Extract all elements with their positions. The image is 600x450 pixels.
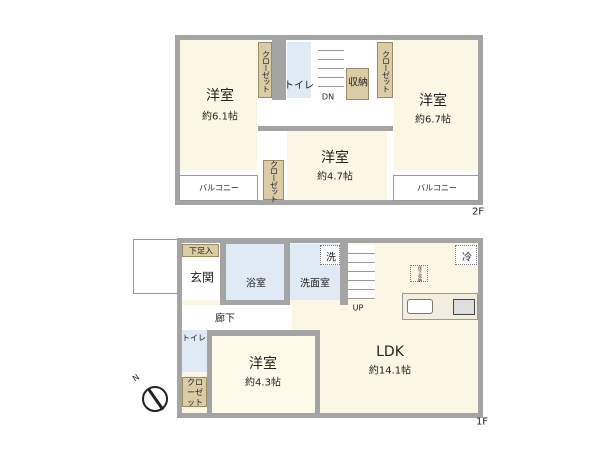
hall-label: 廊下 — [215, 313, 235, 325]
storage-label: 収納 — [348, 77, 368, 89]
toilet-label: トイレ — [284, 80, 314, 92]
shoe-cabinet: 下足入 — [182, 244, 219, 257]
room-size: 約6.7帖 — [415, 114, 451, 126]
wall — [315, 330, 320, 413]
room-size: 約6.1帖 — [202, 111, 238, 123]
storage-2f: 収納 — [346, 68, 369, 100]
kitchen-counter — [402, 293, 478, 320]
room-name: 洋室 — [419, 93, 447, 109]
balcony-label: バルコニー — [417, 183, 457, 193]
closet-label: クローゼット — [261, 50, 271, 92]
fridge-label: 冷 — [462, 252, 472, 264]
room-south-2f — [287, 131, 387, 200]
fridge: 冷 — [455, 245, 477, 265]
shoe-cabinet-label: 下足入 — [189, 246, 213, 256]
room-name: 洋室 — [249, 356, 277, 372]
underfloor-storage: 床下収納 — [410, 265, 428, 282]
closet-south: クローゼット — [263, 160, 284, 202]
floor-label-1f: 1F — [475, 416, 489, 428]
room-1f — [212, 336, 315, 413]
closet-1f: クローゼット — [182, 377, 207, 407]
entrance-label: 玄関 — [189, 270, 215, 285]
closet-label: クローゼット — [269, 160, 279, 202]
stove-icon — [453, 299, 475, 315]
toilet-1f: トイレ — [182, 330, 207, 372]
balcony-west: バルコニー — [179, 175, 258, 201]
washer-label: 洗 — [326, 252, 336, 264]
room-west-2f — [180, 40, 257, 170]
compass-north-label: N — [130, 372, 142, 384]
wall — [207, 330, 317, 336]
closet-label: クローゼット — [381, 50, 391, 92]
wall — [272, 40, 286, 100]
closet-east: クローゼット — [377, 42, 393, 98]
stairs-1f — [348, 245, 375, 300]
stairs-dn-label: DN — [321, 92, 335, 102]
floor-1: 玄関 下足入 浴室 洗面室 洗 UP 冷 床下収納 廊下 トイレ クローゼット … — [0, 225, 600, 450]
room-name: 洋室 — [321, 150, 349, 166]
wall — [340, 243, 348, 305]
wall — [207, 330, 212, 413]
balcony-label: バルコニー — [199, 183, 239, 193]
wall — [258, 126, 393, 131]
floor-2: クローゼット トイレ DN 収納 クローゼット クローゼット バルコニー バルコ… — [175, 35, 485, 218]
washroom-label: 洗面室 — [300, 278, 330, 290]
room-size: 約4.3帖 — [245, 377, 281, 389]
toilet-2f: トイレ — [284, 42, 314, 98]
closet-west: クローゼット — [258, 42, 272, 98]
ldk-size: 約14.1帖 — [368, 365, 412, 377]
closet-label: クローゼット — [187, 378, 203, 407]
sink-icon — [407, 299, 433, 314]
toilet-label: トイレ — [182, 333, 206, 343]
room-name: 洋室 — [206, 88, 234, 104]
ldk-name: LDK — [376, 344, 404, 360]
floor-label-2f: 2F — [471, 206, 485, 218]
stairs-up-label: UP — [352, 303, 364, 313]
underfloor-label: 床下収納 — [418, 266, 423, 282]
room-east-2f — [394, 40, 478, 170]
room-size: 約4.7帖 — [317, 171, 353, 183]
stairs-2f — [318, 42, 344, 94]
washer: 洗 — [320, 245, 340, 265]
porch — [133, 239, 179, 294]
hallway-1f: 廊下 — [182, 305, 292, 330]
bathroom: 浴室 — [226, 244, 284, 300]
compass-icon — [142, 386, 168, 412]
bath-label: 浴室 — [246, 278, 266, 290]
balcony-east: バルコニー — [393, 175, 479, 201]
